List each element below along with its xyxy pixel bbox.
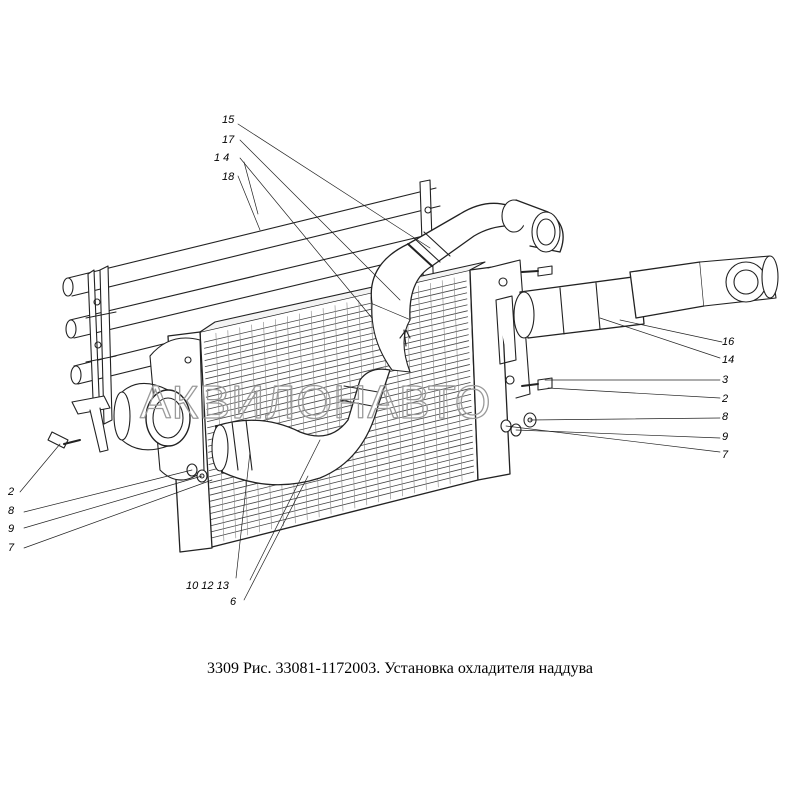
lower-air-pipe <box>211 368 391 486</box>
callout-3: 3 <box>722 374 729 386</box>
watermark-text: АКВИЛОНАВТО <box>140 376 492 428</box>
left-end-tank <box>113 331 213 553</box>
callout-9-left: 9 <box>8 523 14 535</box>
callout-2-left: 2 <box>7 486 14 498</box>
callout-9-right: 9 <box>722 431 728 443</box>
bolt-left-icon <box>47 431 81 449</box>
callout-7-left: 7 <box>8 542 15 554</box>
bolt-right-top-icon <box>521 265 553 277</box>
leader-lines <box>19 123 723 601</box>
callout-14: 14 <box>722 354 734 366</box>
callout-8-right: 8 <box>722 411 729 423</box>
upper-air-pipe <box>370 199 564 373</box>
callout-7-right: 7 <box>722 449 729 461</box>
callout-1-4: 1 4 <box>214 152 229 164</box>
callout-10-12-13: 10 12 13 <box>186 580 230 592</box>
callout-18: 18 <box>222 171 235 183</box>
callout-8-left: 8 <box>8 505 15 517</box>
callout-17: 17 <box>222 134 235 146</box>
callout-2-right: 2 <box>721 393 728 405</box>
callout-labels: 15 17 1 4 18 16 14 3 2 8 9 7 2 8 9 7 10 … <box>7 114 735 608</box>
callout-6: 6 <box>230 596 237 608</box>
callout-15: 15 <box>222 114 235 126</box>
figure-caption: 3309 Рис. 33081-1172003. Установка охлад… <box>206 660 594 677</box>
callout-16: 16 <box>722 336 735 348</box>
